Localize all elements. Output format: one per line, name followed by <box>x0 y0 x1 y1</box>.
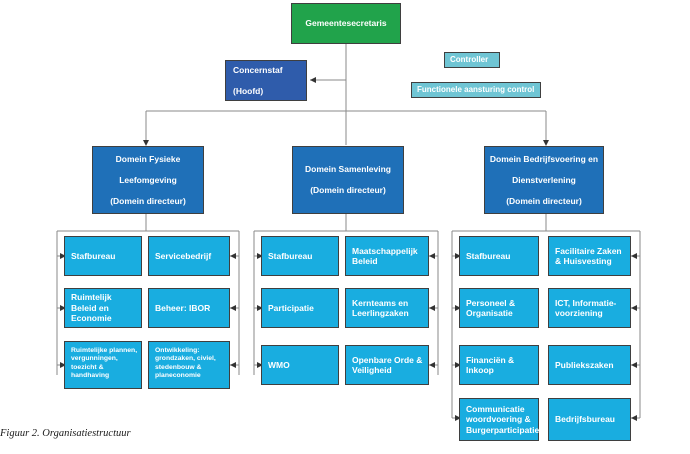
unit-label: Financiën & Inkoop <box>466 354 515 375</box>
node-label: Domein Bedrijfsvoering en Dienstverlenin… <box>485 154 603 206</box>
unit-label: Stafbureau <box>466 250 511 261</box>
unit-label: Communicatie woordvoering & Burgerpartic… <box>466 403 540 435</box>
unit-d1-r1[interactable]: Servicebedrijf <box>148 236 230 276</box>
node-concernstaf[interactable]: Concernstaf (Hoofd) <box>225 60 307 101</box>
node-label-line3: (Domein directeur) <box>110 195 186 206</box>
unit-label: Beheer: IBOR <box>155 302 211 313</box>
unit-label: Ontwikkeling: grondzaken, civiel, steden… <box>155 347 216 379</box>
node-controller[interactable]: Controller <box>444 52 500 68</box>
unit-label: Facilitaire Zaken & Huisvesting <box>555 245 622 266</box>
unit-label: Openbare Orde & Veiligheid <box>352 354 423 375</box>
unit-d2-r1[interactable]: Maatschappelijk Beleid <box>345 236 429 276</box>
node-label-line1: Concernstaf <box>233 64 283 75</box>
unit-d2-l2[interactable]: Participatie <box>261 288 339 328</box>
unit-d3-l2[interactable]: Personeel & Organisatie <box>459 288 539 328</box>
node-domein-samenleving[interactable]: Domein Samenleving (Domein directeur) <box>292 146 404 214</box>
node-label-line1: Domein Bedrijfsvoering en <box>489 154 599 165</box>
unit-d3-r3[interactable]: Publiekszaken <box>548 345 631 385</box>
unit-label: Personeel & Organisatie <box>466 297 516 318</box>
node-label: Domein Samenleving (Domein directeur) <box>293 164 403 195</box>
unit-label: ICT, Informatie-voorziening <box>555 297 617 318</box>
node-gemeentesecretaris[interactable]: Gemeentesecretaris <box>291 3 401 44</box>
node-label: Functionele aansturing control <box>417 85 535 95</box>
node-functionele-aansturing-control[interactable]: Functionele aansturing control <box>411 82 541 98</box>
unit-label: Stafbureau <box>268 250 313 261</box>
unit-d3-r2[interactable]: ICT, Informatie-voorziening <box>548 288 631 328</box>
node-label-line2: Leefomgeving <box>119 174 177 185</box>
unit-label: Participatie <box>268 302 314 313</box>
unit-label: Maatschappelijk Beleid <box>352 245 418 266</box>
unit-d3-l4[interactable]: Communicatie woordvoering & Burgerpartic… <box>459 398 539 441</box>
node-label-line2: (Domein directeur) <box>310 185 386 196</box>
unit-d1-l3[interactable]: Ruimtelijke plannen, vergunningen, toezi… <box>64 341 142 389</box>
unit-label: Bedrijfsbureau <box>555 414 615 425</box>
node-label: Gemeentesecretaris <box>305 18 387 29</box>
node-label-line2: Dienstverlening <box>512 174 576 185</box>
unit-label: WMO <box>268 359 290 370</box>
node-label-line3: (Domein directeur) <box>506 195 582 206</box>
unit-label: Servicebedrijf <box>155 250 212 261</box>
node-label: Concernstaf (Hoofd) <box>233 65 306 96</box>
node-label: Domein Fysieke Leefomgeving (Domein dire… <box>93 154 203 206</box>
unit-d1-l1[interactable]: Stafbureau <box>64 236 142 276</box>
unit-d3-l1[interactable]: Stafbureau <box>459 236 539 276</box>
unit-d1-r2[interactable]: Beheer: IBOR <box>148 288 230 328</box>
node-label-line1: Domein Samenleving <box>305 164 391 175</box>
node-label-line2: (Hoofd) <box>233 85 264 96</box>
node-label: Controller <box>450 55 489 65</box>
unit-label: Kernteams en Leerlingzaken <box>352 297 409 318</box>
unit-label: Publiekszaken <box>555 359 614 370</box>
unit-d2-r2[interactable]: Kernteams en Leerlingzaken <box>345 288 429 328</box>
unit-d1-r3[interactable]: Ontwikkeling: grondzaken, civiel, steden… <box>148 341 230 389</box>
node-domein-bedrijfsvoering-dienstverlening[interactable]: Domein Bedrijfsvoering en Dienstverlenin… <box>484 146 604 214</box>
unit-label: Stafbureau <box>71 250 116 261</box>
unit-d2-l3[interactable]: WMO <box>261 345 339 385</box>
unit-d2-r3[interactable]: Openbare Orde & Veiligheid <box>345 345 429 385</box>
unit-d3-l3[interactable]: Financiën & Inkoop <box>459 345 539 385</box>
unit-d1-l2[interactable]: Ruimtelijk Beleid en Economie <box>64 288 142 328</box>
figure-caption: Figuur 2. Organisatiestructuur <box>0 428 131 439</box>
unit-label: Ruimtelijk Beleid en Economie <box>71 292 112 324</box>
unit-label: Ruimtelijke plannen, vergunningen, toezi… <box>71 347 138 379</box>
unit-d3-r1[interactable]: Facilitaire Zaken & Huisvesting <box>548 236 631 276</box>
unit-d3-r4[interactable]: Bedrijfsbureau <box>548 398 631 441</box>
unit-d2-l1[interactable]: Stafbureau <box>261 236 339 276</box>
node-domein-fysieke-leefomgeving[interactable]: Domein Fysieke Leefomgeving (Domein dire… <box>92 146 204 214</box>
node-label-line1: Domein Fysieke <box>115 154 181 165</box>
